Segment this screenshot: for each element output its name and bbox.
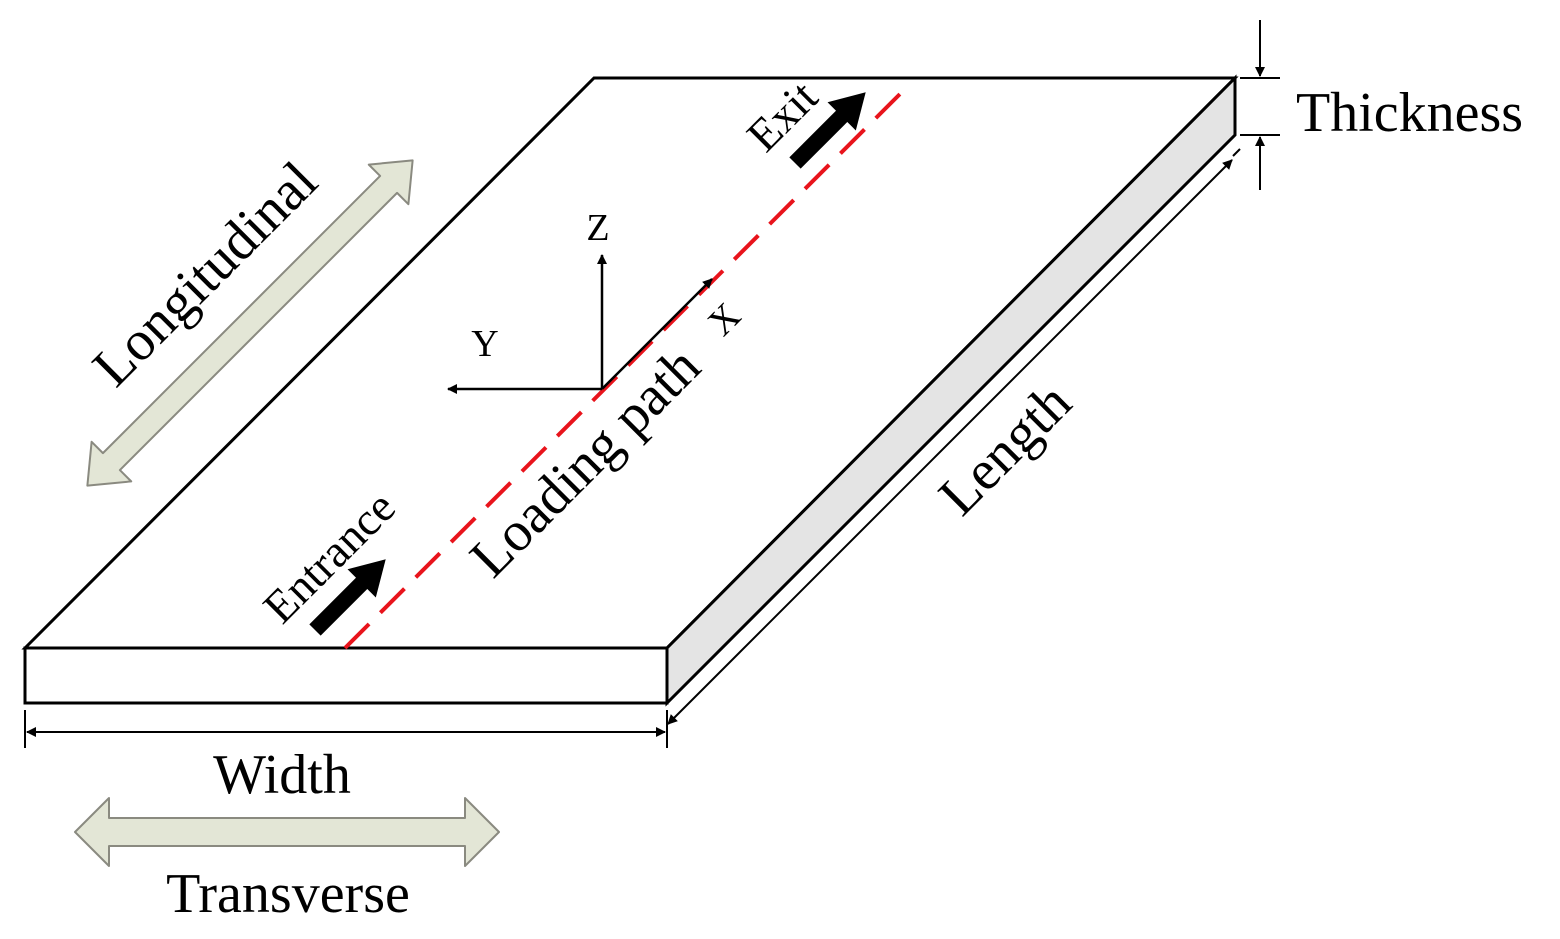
thickness-label: Thickness — [1296, 82, 1523, 144]
axis-z-label: Z — [586, 207, 609, 249]
transverse-arrow — [74, 797, 500, 867]
longitudinal-arrow — [86, 159, 414, 487]
entrance-arrow — [309, 559, 386, 636]
width-label: Width — [213, 744, 351, 806]
exit-arrow — [789, 92, 866, 169]
axis-y-label: Y — [471, 323, 498, 365]
length-dimension — [667, 148, 1241, 725]
thickness-dimension — [1240, 20, 1280, 190]
width-dimension — [24, 710, 668, 748]
plate-front-face — [23, 646, 669, 705]
transverse-label: Transverse — [166, 863, 410, 925]
